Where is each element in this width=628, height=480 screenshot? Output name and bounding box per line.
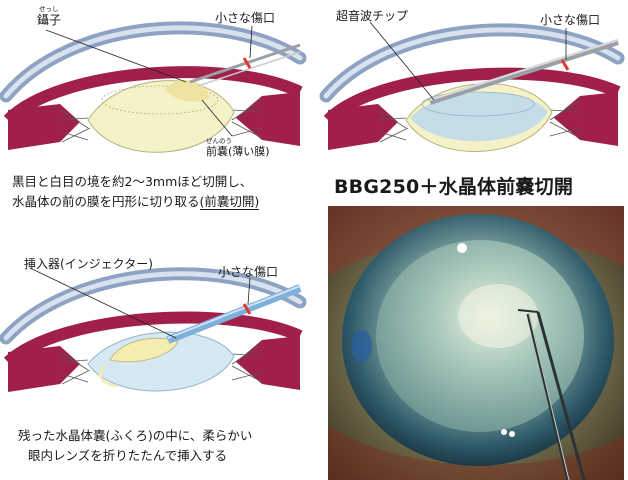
caption-step-1-line2: 水晶体の前の膜を円形に切り取る(前嚢切開) xyxy=(12,192,259,212)
iris-right xyxy=(236,92,300,146)
capsule-label: 前嚢(薄い膜) xyxy=(206,146,270,157)
reflection-dot-3 xyxy=(509,431,515,437)
caption-step-1-line1: 黒目と白目の境を約2～3mmほど切開し、 xyxy=(12,172,259,192)
reflection-dot-2 xyxy=(501,429,507,435)
surgical-photo xyxy=(328,206,624,480)
caption-step-1-line2-text: 水晶体の前の膜を円形に切り取る xyxy=(12,194,200,209)
iris-right xyxy=(236,336,300,390)
caption-step-1-underlined: (前嚢切開) xyxy=(200,194,260,210)
iris-left xyxy=(8,104,80,150)
phaco-label: 超音波チップ xyxy=(336,10,408,22)
iris-right xyxy=(554,92,618,146)
capsule-ruby: ぜんのう xyxy=(206,138,232,145)
iris-left xyxy=(8,346,80,392)
caption-step-1: 黒目と白目の境を約2～3mmほど切開し、 水晶体の前の膜を円形に切り取る(前嚢切… xyxy=(12,172,259,212)
forceps-label: 鑷子 xyxy=(37,14,61,26)
caption-step-3: 残った水晶体嚢(ふくろ)の中に、柔らかい 眼内レンズを折りたたんで挿入する xyxy=(18,426,252,466)
iris-left xyxy=(328,104,398,150)
wound-label-2: 小さな傷口 xyxy=(540,14,600,26)
panel-phaco-step: 超音波チップ 小さな傷口 xyxy=(318,0,628,170)
light-reflex xyxy=(458,284,538,348)
panel-capsulotomy-step: せっし 鑷子 小さな傷口 ぜんのう 前嚢(薄い膜) 黒目と白目の境を約2～3mm… xyxy=(0,0,318,220)
surgical-photo-image xyxy=(328,206,624,480)
wound-label-1: 小さな傷口 xyxy=(215,12,275,24)
blue-stain-spot xyxy=(352,330,372,362)
photo-title: BBG250＋水晶体前嚢切開 xyxy=(334,172,573,199)
forceps-ruby: せっし xyxy=(39,6,59,13)
caption-step-3-line2: 眼内レンズを折りたたんで挿入する xyxy=(18,446,252,466)
panel-iol-insertion-step: 挿入器(インジェクター) 小さな傷口 残った水晶体嚢(ふくろ)の中に、柔らかい … xyxy=(0,238,318,480)
reflection-dot-1 xyxy=(457,243,467,253)
wound-label-3: 小さな傷口 xyxy=(218,266,278,278)
injector-label: 挿入器(インジェクター) xyxy=(24,258,153,270)
caption-step-3-line1: 残った水晶体嚢(ふくろ)の中に、柔らかい xyxy=(18,426,252,446)
